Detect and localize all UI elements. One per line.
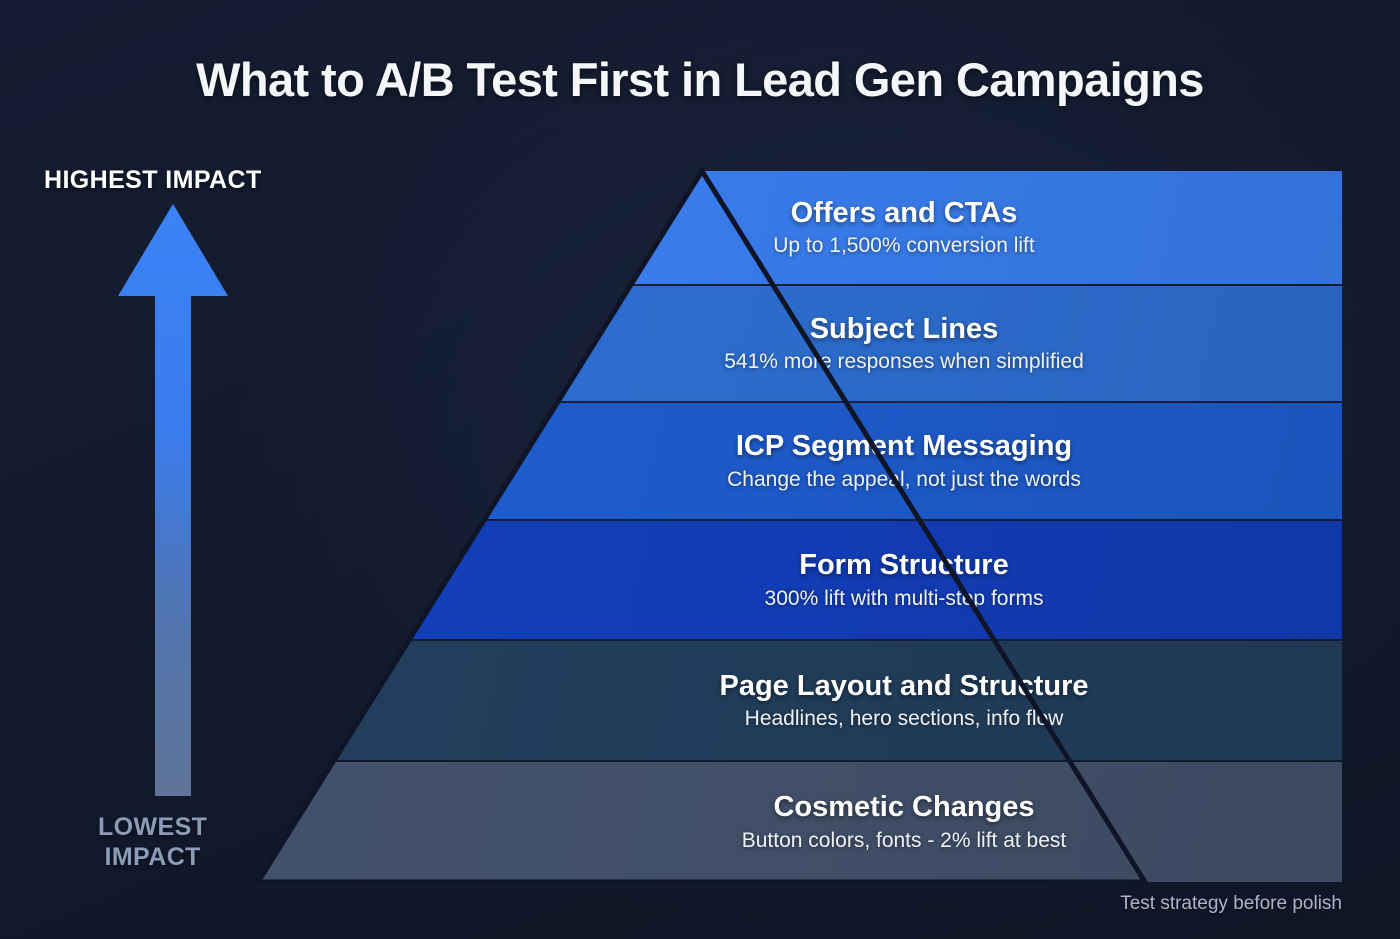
pyramid-level-subtitle: Headlines, hero sections, info flow <box>744 707 1064 731</box>
lowest-impact-line1: LOWEST <box>98 813 208 841</box>
pyramid-level-title: ICP Segment Messaging <box>735 430 1073 463</box>
pyramid-level-1[interactable]: Offers and CTAs Up to 1,500% conversion l… <box>0 171 1342 284</box>
pyramid-level-title: Page Layout and Structure <box>719 669 1089 702</box>
pyramid-level-4[interactable]: Form Structure 300% lift with multi-step … <box>0 521 1342 639</box>
pyramid-level-subtitle: 300% lift with multi-step forms <box>764 586 1044 610</box>
pyramid-level-fill <box>558 286 1342 401</box>
pyramid-level-subtitle: Up to 1,500% conversion lift <box>773 234 1035 258</box>
pyramid-level-fill <box>409 521 1342 639</box>
lowest-impact-line2: IMPACT <box>104 843 201 871</box>
pyramid-level-title: Form Structure <box>799 549 1009 582</box>
pyramid-level-subtitle: Change the appeal, not just the words <box>727 467 1081 491</box>
lowest-impact-label: LOWEST IMPACT <box>98 812 207 872</box>
pyramid-level-fill <box>334 641 1342 760</box>
pyramid-level-subtitle: 541% more responses when simplified <box>724 350 1084 374</box>
pyramid-level-2[interactable]: Subject Lines 541% more responses when si… <box>0 286 1342 401</box>
highest-impact-label: HIGHEST IMPACT <box>44 166 262 194</box>
pyramid-level-fill <box>484 403 1342 519</box>
pyramid-level-fill <box>257 762 1342 882</box>
impact-arrow-icon <box>118 204 228 796</box>
pyramid-level-title: Subject Lines <box>809 312 999 345</box>
footer-note: Test strategy before polish <box>1120 893 1342 914</box>
pyramid-level-subtitle: Button colors, fonts - 2% lift at best <box>741 828 1067 852</box>
pyramid-level-title: Cosmetic Changes <box>773 791 1035 824</box>
page-title: What to A/B Test First in Lead Gen Campa… <box>196 53 1204 106</box>
pyramid-level-fill <box>631 171 1342 284</box>
pyramid-level-title: Offers and CTAs <box>790 196 1018 229</box>
